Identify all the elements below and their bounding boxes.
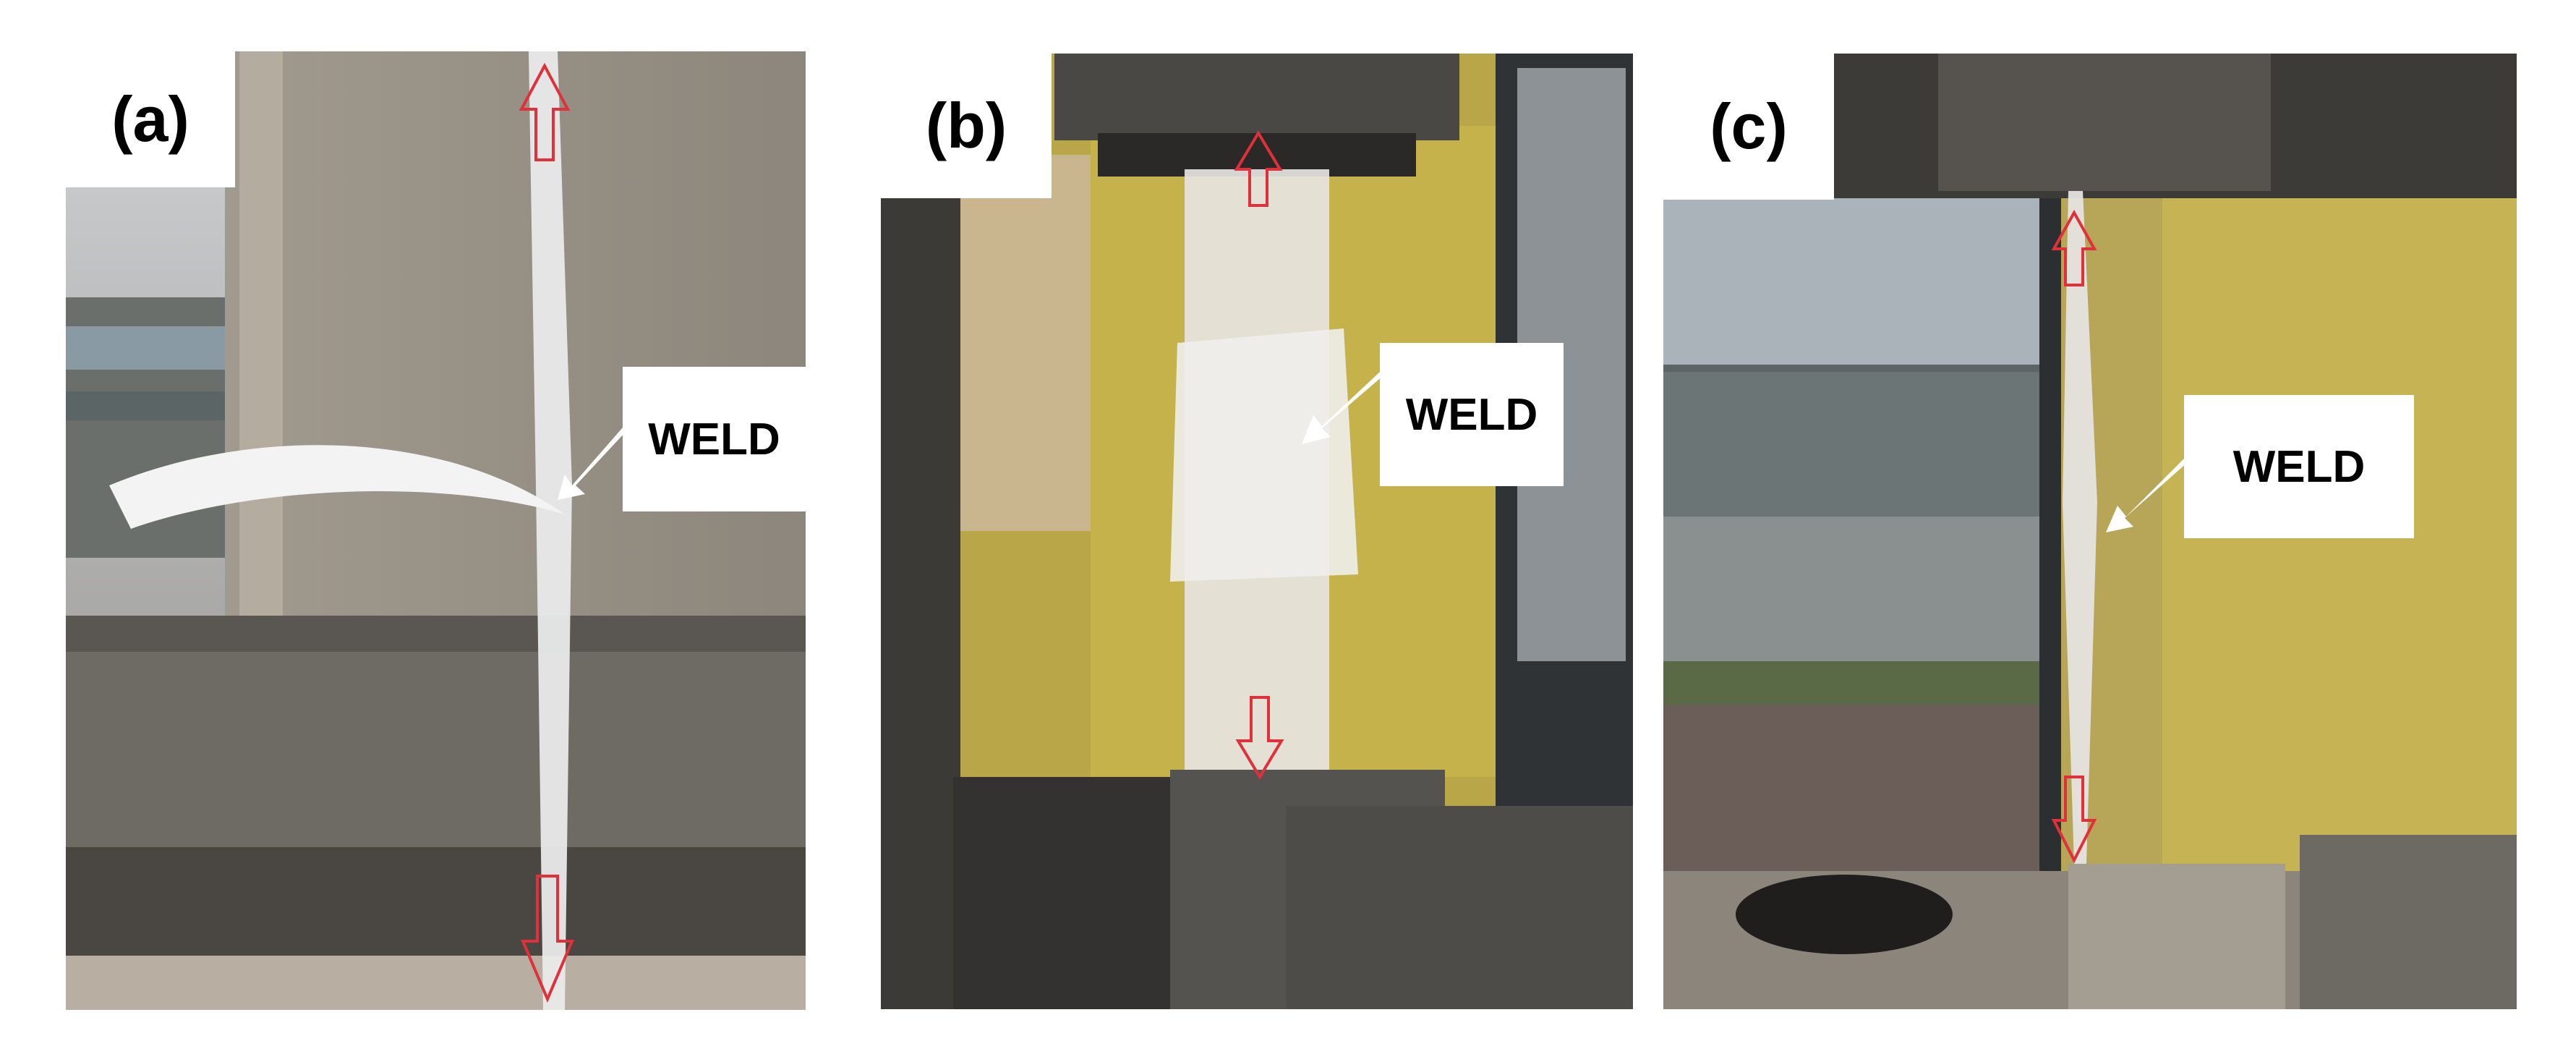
tension-arrow-up-icon bbox=[519, 62, 571, 161]
weld-annotation: WELD bbox=[1380, 343, 1564, 486]
panel-label: (b) bbox=[881, 54, 1052, 198]
tension-arrow-down-icon bbox=[2051, 776, 2097, 864]
tension-arrow-down-icon bbox=[520, 875, 575, 1003]
weld-pointer-arrow-icon bbox=[1302, 372, 1383, 444]
tension-arrow-up-icon bbox=[1234, 130, 1283, 207]
weld-annotation: WELD bbox=[623, 367, 806, 511]
tensile-test-photo-a bbox=[66, 51, 806, 1010]
panel-label: (a) bbox=[66, 51, 235, 187]
weld-pointer-arrow-icon bbox=[2106, 459, 2188, 532]
tension-arrow-down-icon bbox=[1235, 696, 1284, 780]
weld-pointer-arrow-icon bbox=[558, 428, 626, 500]
tensile-test-photo-c bbox=[1663, 54, 2517, 1009]
photo-panel-a: (a) WELD bbox=[66, 51, 806, 1010]
photo-panel-b: (b) WELD bbox=[881, 54, 1633, 1009]
weld-annotation: WELD bbox=[2184, 395, 2414, 538]
photo-panel-c: (c) WELD bbox=[1663, 54, 2517, 1009]
tension-arrow-up-icon bbox=[2051, 209, 2097, 286]
panel-label: (c) bbox=[1663, 54, 1834, 200]
